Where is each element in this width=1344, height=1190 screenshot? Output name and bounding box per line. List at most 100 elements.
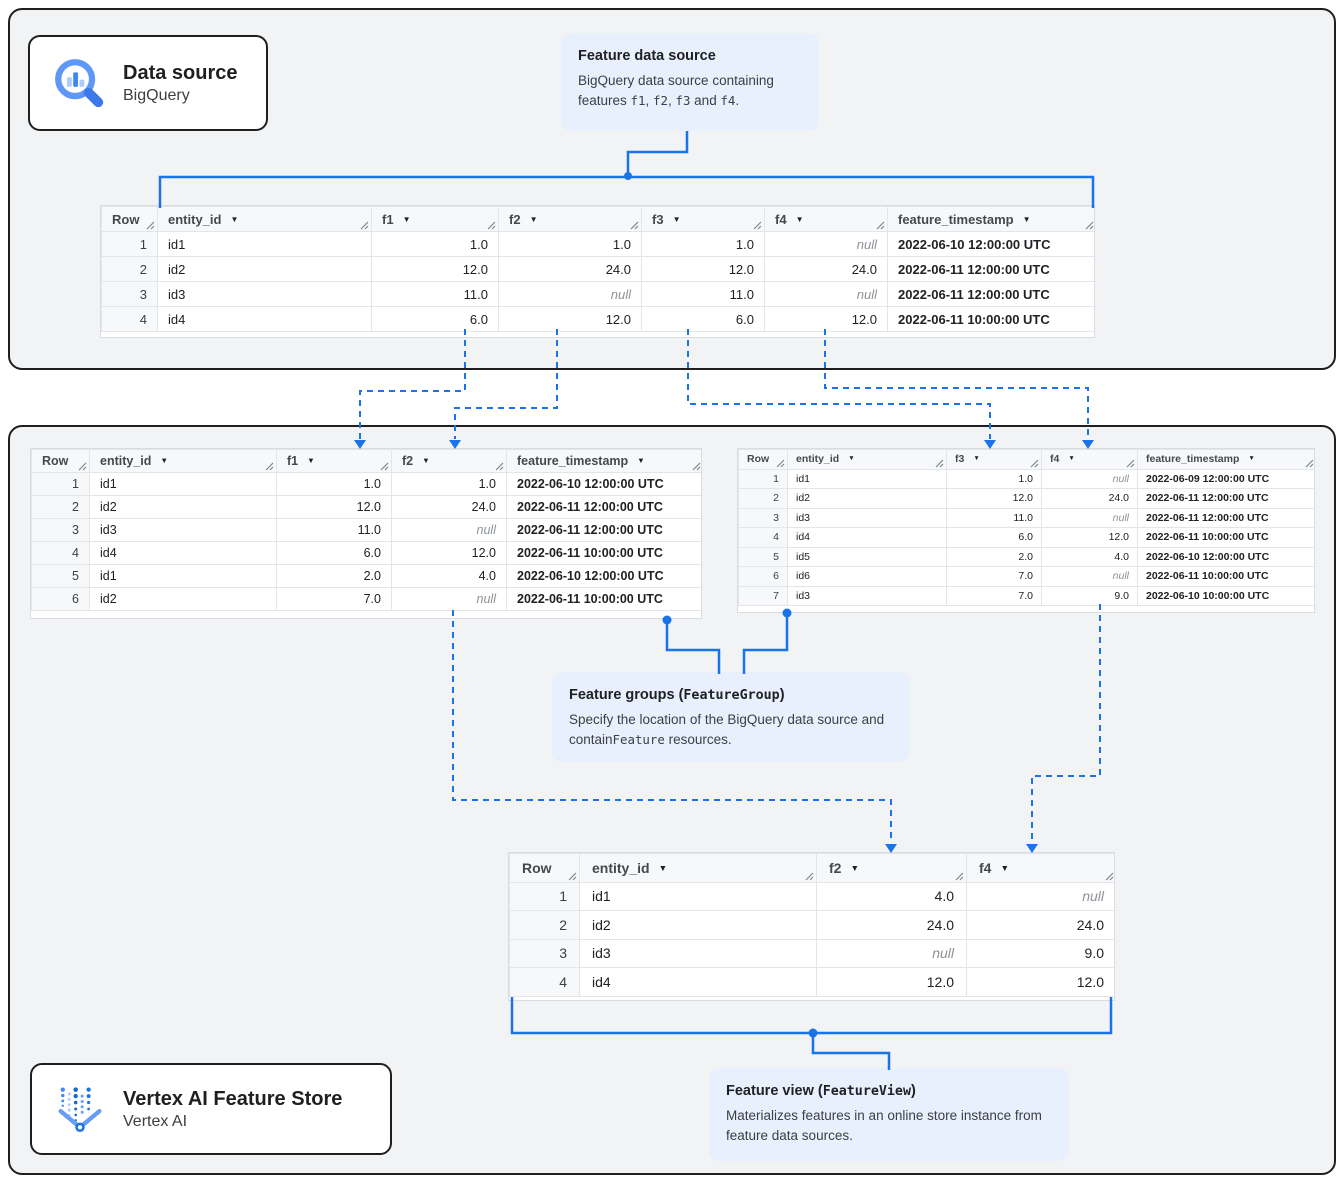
resize-handle-icon: [753, 221, 762, 230]
column-header-f4: f4▼: [1041, 449, 1138, 470]
cell: null: [391, 518, 507, 542]
cell: 3: [738, 507, 788, 528]
column-header-f3: f3▼: [946, 449, 1042, 470]
callout-body: BigQuery data source containing features…: [578, 71, 802, 112]
cell: id1: [787, 468, 947, 489]
cell: id4: [787, 527, 947, 548]
cell: 4.0: [816, 881, 967, 911]
cell: 1.0: [371, 231, 499, 257]
code-text: f3: [675, 93, 691, 109]
cell: id3: [89, 518, 277, 542]
column-label: f4: [775, 211, 787, 227]
resize-handle-icon: [955, 872, 964, 881]
cell: id3: [787, 585, 947, 606]
column-header-f2: f2▼: [498, 206, 642, 232]
column-header-Row: Row: [31, 449, 90, 473]
data-source-box: Data source BigQuery: [28, 35, 268, 131]
vertex-ai-icon: [52, 1081, 108, 1137]
cell: 1: [509, 881, 580, 911]
cell: 2: [101, 256, 158, 282]
sort-arrow-icon: ▼: [848, 455, 855, 463]
cell: null: [966, 881, 1114, 911]
column-header-Row: Row: [101, 206, 158, 232]
column-label: f1: [382, 211, 394, 227]
text-segment: Materializes features in an online store…: [726, 1108, 1042, 1144]
cell: 12.0: [371, 256, 499, 282]
data-source-subtitle: BigQuery: [123, 86, 190, 104]
sort-arrow-icon: ▼: [850, 862, 860, 873]
resize-handle-icon: [805, 872, 814, 881]
feature-store-subtitle: Vertex AI: [123, 1112, 188, 1130]
cell: 2022-06-09 12:00:00 UTC: [1137, 468, 1314, 489]
data-source-title: Data source: [123, 61, 238, 84]
cell: 9.0: [966, 938, 1114, 968]
cell: null: [1041, 468, 1138, 489]
cell: 2022-06-11 10:00:00 UTC: [887, 306, 1094, 332]
cell: 2022-06-11 12:00:00 UTC: [506, 495, 701, 519]
cell: null: [764, 231, 888, 257]
cell: null: [498, 281, 642, 307]
cell: 24.0: [816, 910, 967, 940]
code-text: Feature: [612, 732, 665, 748]
sort-arrow-icon: ▼: [160, 456, 169, 465]
text-segment: ): [910, 1083, 916, 1099]
cell: 12.0: [276, 495, 392, 519]
cell: 7.0: [946, 566, 1042, 587]
cell: id2: [787, 488, 947, 509]
sort-arrow-icon: ▼: [1022, 214, 1031, 224]
code-text: FeatureGroup: [683, 688, 780, 703]
cell: 6.0: [946, 527, 1042, 548]
cell: 2022-06-11 12:00:00 UTC: [506, 518, 701, 542]
cell: 5: [738, 546, 788, 567]
sort-arrow-icon: ▼: [422, 456, 430, 465]
column-header-f1: f1▼: [276, 449, 392, 473]
callout-body: Specify the location of the BigQuery dat…: [569, 710, 893, 751]
cell: 1: [738, 468, 788, 489]
column-header-entity_id: entity_id▼: [157, 206, 372, 232]
column-label: entity_id: [100, 454, 152, 468]
cell: 7.0: [276, 587, 392, 611]
cell: 12.0: [391, 541, 507, 565]
cell: 2022-06-11 10:00:00 UTC: [1137, 566, 1314, 587]
cell: 4.0: [1041, 546, 1138, 567]
cell: 2022-06-11 12:00:00 UTC: [887, 281, 1094, 307]
cell: id1: [157, 231, 372, 257]
cell: 7: [738, 585, 788, 606]
cell: 24.0: [764, 256, 888, 282]
sort-arrow-icon: ▼: [672, 214, 681, 224]
cell: 2022-06-11 12:00:00 UTC: [1137, 507, 1314, 528]
column-header-entity_id: entity_id▼: [787, 449, 947, 470]
cell: 2022-06-10 10:00:00 UTC: [1137, 585, 1314, 606]
resize-handle-icon: [630, 221, 639, 230]
sort-arrow-icon: ▼: [658, 862, 668, 873]
cell: 1.0: [498, 231, 642, 257]
cell: 24.0: [966, 910, 1114, 940]
cell: 11.0: [946, 507, 1042, 528]
cell: 1: [31, 472, 90, 496]
column-header-f3: f3▼: [641, 206, 765, 232]
cell: 2022-06-11 12:00:00 UTC: [887, 256, 1094, 282]
resize-handle-icon: [568, 872, 577, 881]
cell: 1.0: [391, 472, 507, 496]
feature-groups-callout: Feature groups (FeatureGroup) Specify th…: [552, 672, 910, 762]
callout-title: Feature data source: [578, 48, 716, 64]
text-segment: ): [779, 687, 785, 703]
cell: id2: [579, 910, 817, 940]
